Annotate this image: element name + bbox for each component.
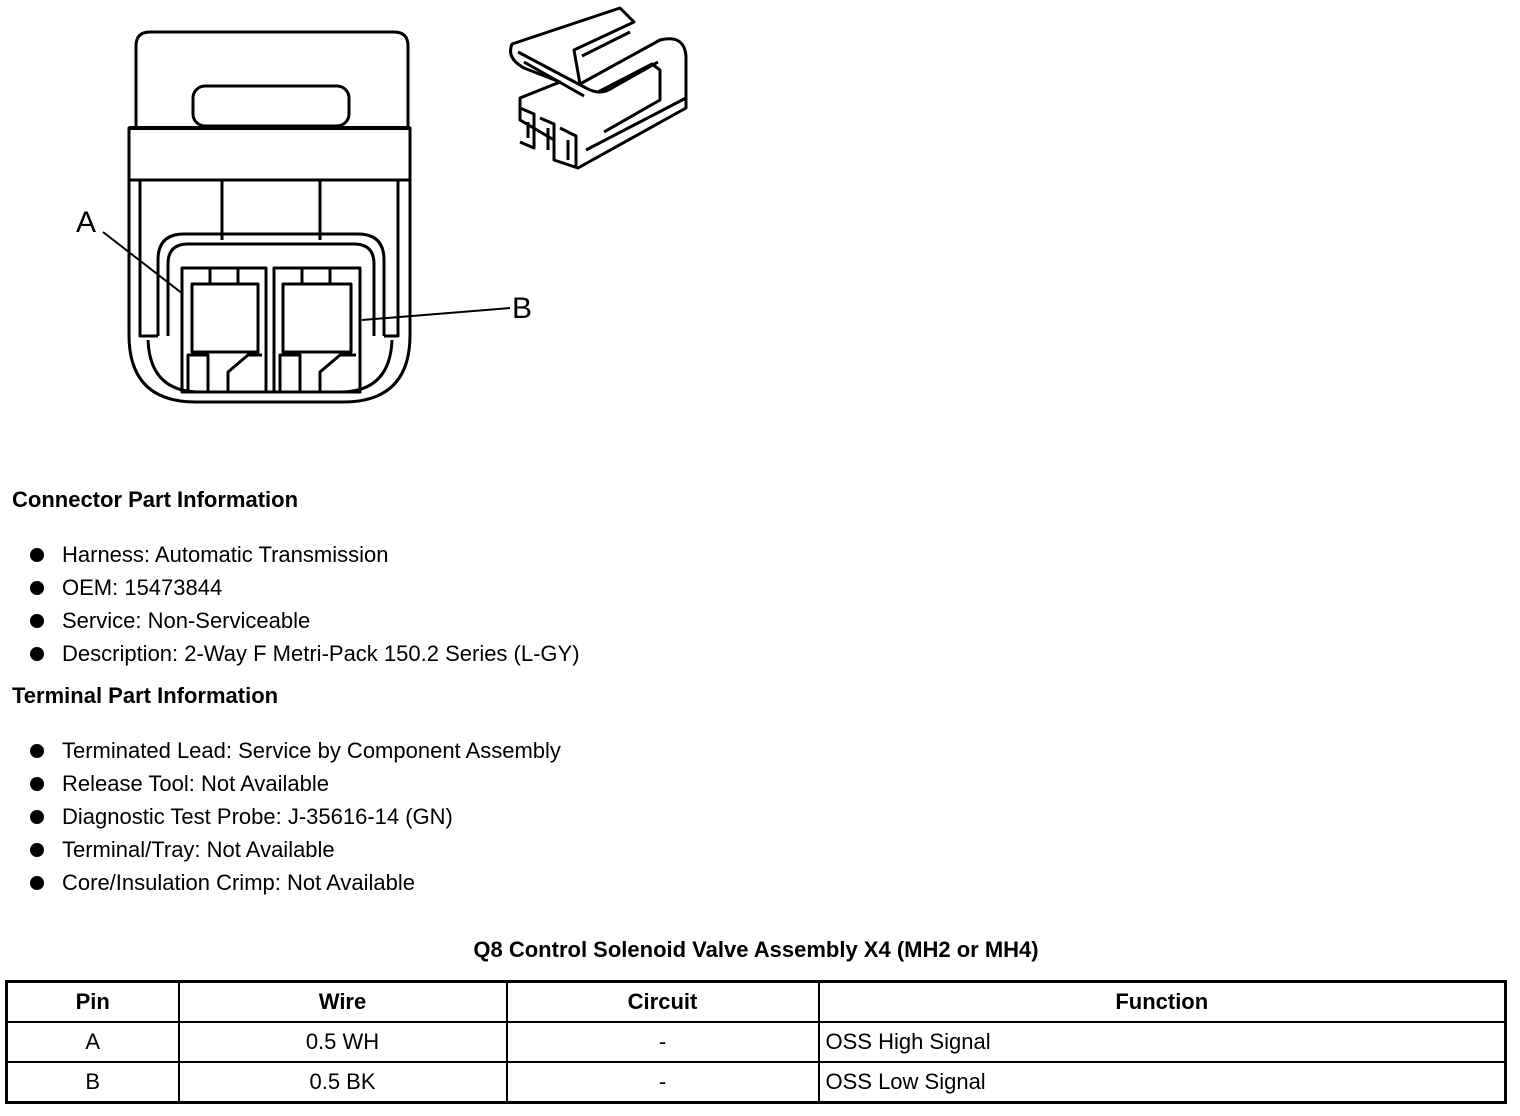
callout-label-a: A	[76, 206, 96, 239]
column-header-circuit: Circuit	[505, 980, 820, 1023]
bullet-icon	[30, 647, 44, 661]
bullet-icon	[30, 876, 44, 890]
cell-function: OSS Low Signal	[817, 1061, 1507, 1104]
cell-wire: 0.5 WH	[177, 1021, 508, 1063]
pin-table-title: Q8 Control Solenoid Valve Assembly X4 (M…	[473, 937, 1039, 962]
column-header-wire: Wire	[177, 980, 508, 1023]
terminal-part-info-list: Terminated Lead: Service by Component As…	[28, 738, 561, 903]
pin-table: Pin Wire Circuit Function A 0.5 WH - OSS…	[5, 980, 1507, 1104]
list-item: Service: Non-Serviceable	[28, 608, 580, 641]
callout-label-b: B	[512, 292, 532, 325]
bullet-icon	[30, 548, 44, 562]
list-item: OEM: 15473844	[28, 575, 580, 608]
list-item: Release Tool: Not Available	[28, 771, 561, 804]
list-item: Terminated Lead: Service by Component As…	[28, 738, 561, 771]
list-item: Harness: Automatic Transmission	[28, 542, 580, 575]
bullet-icon	[30, 843, 44, 857]
table-row: A 0.5 WH - OSS High Signal	[5, 1021, 1507, 1063]
list-item: Terminal/Tray: Not Available	[28, 837, 561, 870]
cell-pin: B	[5, 1061, 180, 1104]
bullet-icon	[30, 744, 44, 758]
bullet-icon	[30, 581, 44, 595]
column-header-function: Function	[817, 980, 1507, 1023]
cell-wire: 0.5 BK	[177, 1061, 508, 1104]
list-item: Description: 2-Way F Metri-Pack 150.2 Se…	[28, 641, 580, 674]
cell-circuit: -	[505, 1021, 820, 1063]
terminal-part-info-title: Terminal Part Information	[12, 683, 279, 708]
bullet-icon	[30, 614, 44, 628]
connector-part-info-list: Harness: Automatic Transmission OEM: 154…	[28, 542, 580, 674]
column-header-pin: Pin	[5, 980, 180, 1023]
connector-part-info-title: Connector Part Information	[12, 487, 299, 512]
connector-illustration: A B	[0, 0, 720, 440]
connector-face-drawing: A B	[76, 6, 688, 404]
table-row: B 0.5 BK - OSS Low Signal	[5, 1061, 1507, 1104]
cell-pin: A	[5, 1021, 180, 1063]
table-header-row: Pin Wire Circuit Function	[5, 980, 1507, 1023]
cell-circuit: -	[505, 1061, 820, 1104]
bullet-icon	[30, 810, 44, 824]
list-item: Diagnostic Test Probe: J-35616-14 (GN)	[28, 804, 561, 837]
list-item: Core/Insulation Crimp: Not Available	[28, 870, 561, 903]
connector-isometric-view	[509, 6, 688, 170]
bullet-icon	[30, 777, 44, 791]
cell-function: OSS High Signal	[817, 1021, 1507, 1063]
